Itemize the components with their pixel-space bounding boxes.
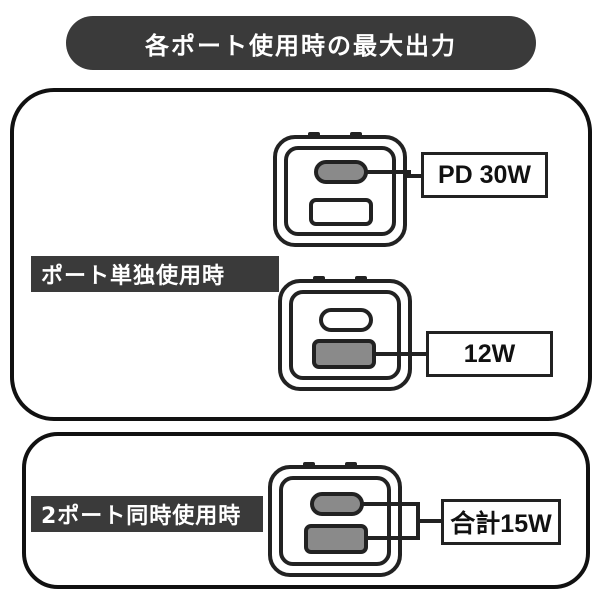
single-port-mode-label: ポート単独使用時: [31, 256, 279, 292]
usb-a-port-icon: [304, 524, 368, 554]
usb-a-port-icon: [312, 339, 376, 369]
output-label-total-15w: 合計15W: [441, 499, 561, 545]
usb-c-port-icon: [319, 308, 373, 332]
dual-port-mode-label: 2ポート同時使用時: [31, 496, 263, 532]
usb-c-port-icon: [310, 492, 364, 516]
usb-c-port-icon: [314, 160, 368, 184]
output-label-pd30w: PD 30W: [421, 152, 548, 198]
title-banner: 各ポート使用時の最大出力: [66, 16, 536, 70]
usb-a-port-icon: [309, 198, 373, 226]
page-title: 各ポート使用時の最大出力: [145, 31, 457, 60]
output-label-12w: 12W: [426, 331, 553, 377]
charger-icon-usb-c-active: [273, 132, 421, 247]
charger-icon-both-active: [268, 462, 441, 577]
charger-icon-usb-a-active: [278, 276, 426, 391]
